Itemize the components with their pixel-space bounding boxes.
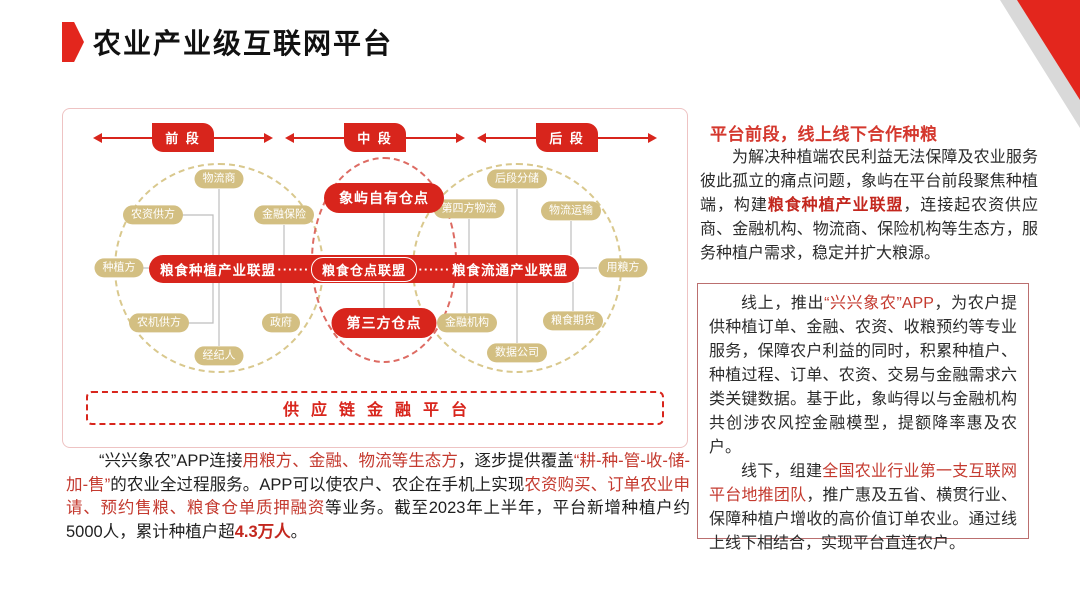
segment-label: 前 段 bbox=[152, 123, 214, 152]
page-title: 农业产业级互联网平台 bbox=[93, 28, 394, 59]
ecosystem-node: 物流运输 bbox=[541, 201, 601, 221]
connector-lines bbox=[141, 189, 597, 346]
slide-header: 农业产业级互联网平台 bbox=[62, 22, 393, 62]
offline-paragraph: 线下，组建全国农业行业第一支互联网平台地推团队，推广惠及五省、横贯行业、保障种植… bbox=[709, 463, 1017, 552]
ecosystem-node: 第四方物流 bbox=[433, 199, 505, 219]
ecosystem-node: 农机供方 bbox=[129, 313, 189, 333]
segment-back: 后 段 bbox=[477, 123, 657, 152]
planting-alliance-label: 粮食种植产业联盟 bbox=[160, 263, 276, 278]
ecosystem-node: 政府 bbox=[262, 313, 300, 333]
segment-label: 中 段 bbox=[344, 123, 406, 152]
ecosystem-node: 粮食期货 bbox=[543, 311, 603, 331]
arrow-right-icon bbox=[456, 132, 465, 143]
ecosystem-node: 用粮方 bbox=[598, 258, 648, 278]
arrow-left-icon bbox=[477, 132, 486, 143]
supply-chain-finance-bar: 供应链金融平台 bbox=[86, 391, 664, 425]
ecosystem-node: 经纪人 bbox=[194, 346, 244, 366]
segment-front: 前 段 bbox=[93, 123, 273, 152]
ecosystem-node: 金融保险 bbox=[254, 205, 314, 225]
ecosystem-node: 农资供方 bbox=[123, 205, 183, 225]
alliance-band: 粮食种植产业联盟 ······ 粮食仓点联盟 ······ 粮食流通产业联盟 bbox=[149, 255, 579, 283]
warehouse-alliance-label: 粮食仓点联盟 bbox=[310, 256, 417, 282]
arrow-left-icon bbox=[93, 132, 102, 143]
ecosystem-node: 金融机构 bbox=[437, 313, 497, 333]
arrow-right-icon bbox=[264, 132, 273, 143]
dots-separator: ······ bbox=[418, 261, 451, 277]
xiangyu-own-warehouse-pill: 象屿自有仓点 bbox=[324, 183, 444, 213]
online-offline-box: 线上，推出“兴兴象农”APP，为农户提供种植订单、金融、农资、收粮预约等专业服务… bbox=[697, 283, 1029, 552]
circulation-alliance-label: 粮食流通产业联盟 bbox=[451, 263, 568, 278]
arrow-left-icon bbox=[285, 132, 294, 143]
ecosystem-node: 种植方 bbox=[94, 258, 144, 278]
online-paragraph: 线上，推出“兴兴象农”APP，为农户提供种植订单、金融、农资、收粮预约等专业服务… bbox=[709, 295, 1017, 456]
ecosystem-node: 数据公司 bbox=[487, 343, 547, 363]
front-stage-paragraph: 为解决种植端农民利益无法保障及农业服务彼此孤立的痛点问题，象屿在平台前段聚焦种植… bbox=[700, 149, 1038, 262]
section-heading: 平台前段，线上线下合作种粮 bbox=[710, 125, 938, 144]
arrow-right-icon bbox=[648, 132, 657, 143]
segment-label: 后 段 bbox=[536, 123, 598, 152]
platform-diagram: 前 段 中 段 后 段 物流商 bbox=[62, 108, 688, 448]
segment-header-row: 前 段 中 段 后 段 bbox=[93, 123, 657, 152]
ecosystem-node: 后段分储 bbox=[487, 169, 547, 189]
app-summary-paragraph: “兴兴象农”APP连接用粮方、金融、物流等生态方，逐步提供覆盖“耕-种-管-收-… bbox=[66, 452, 691, 541]
ecosystem-node: 物流商 bbox=[194, 169, 244, 189]
dots-separator: ······ bbox=[277, 261, 310, 277]
third-party-warehouse-pill: 第三方仓点 bbox=[331, 308, 437, 338]
segment-middle: 中 段 bbox=[285, 123, 465, 152]
title-flag-icon bbox=[62, 22, 84, 62]
